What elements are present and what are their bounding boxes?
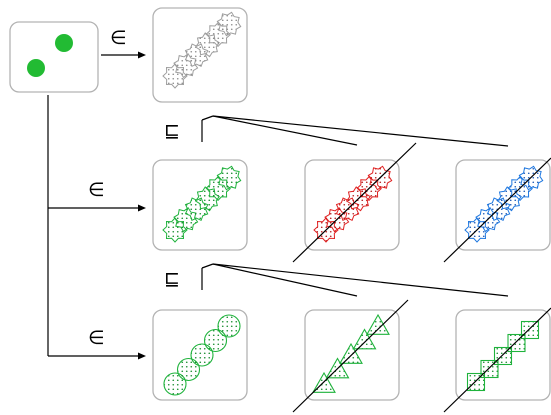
- gray-star-chain: [162, 11, 242, 89]
- subset-eq-symbol: ⊑: [164, 120, 180, 142]
- red-line: [292, 142, 417, 263]
- square-line: [443, 307, 551, 413]
- triangle-line: [292, 299, 409, 413]
- star-shape: [216, 165, 242, 191]
- arrow-top: [101, 51, 146, 59]
- branch-lines: [47, 95, 146, 360]
- element-of-symbol: ∈: [110, 27, 127, 49]
- input-dot: [27, 59, 45, 77]
- circle-shape: [163, 372, 187, 396]
- circle-shape: [190, 343, 214, 367]
- input-box: [9, 21, 99, 93]
- triangle-shape: [339, 342, 363, 364]
- input-dot: [55, 34, 73, 52]
- square-shape: [507, 333, 526, 353]
- element-of-symbol: ∈: [88, 179, 105, 201]
- triangle-shape: [352, 328, 377, 350]
- circle-shape: [203, 328, 228, 353]
- square-shape: [480, 359, 499, 379]
- square-shape: [520, 320, 540, 340]
- circle-shape: [176, 357, 201, 382]
- green-star-chain: [162, 165, 242, 243]
- blue-line: [443, 157, 551, 263]
- star-shape: [216, 11, 242, 37]
- square-shape: [466, 372, 486, 392]
- element-of-symbol: ∈: [88, 327, 105, 349]
- green-circle-chain: [163, 314, 241, 396]
- square-shape: [493, 346, 513, 366]
- green-square-chain: [466, 320, 540, 392]
- subset-fan-bottom: [201, 263, 509, 297]
- subset-eq-symbol: ⊑: [164, 268, 180, 290]
- circle-shape: [217, 314, 241, 338]
- subset-fan-top: [201, 115, 509, 147]
